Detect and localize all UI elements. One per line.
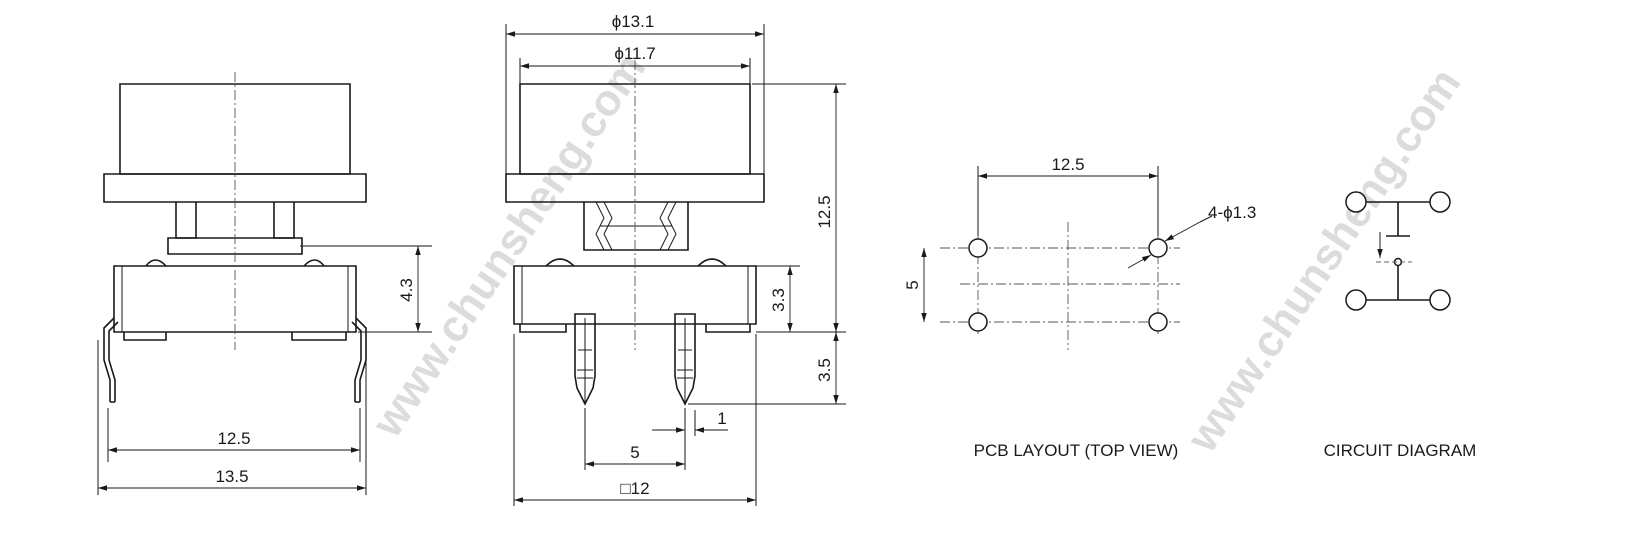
dim-pcb-horizontal: 12.5 — [1051, 155, 1084, 174]
front-cap-flange — [103, 173, 367, 203]
dim-side-cap-outer: ϕ13.1 — [612, 12, 655, 31]
dim-front-lead-width: 12.5 — [217, 429, 250, 448]
front-body-inner — [121, 266, 349, 332]
front-view: 12.5 13.5 4.3 — [97, 72, 432, 495]
front-lead-left — [103, 317, 119, 403]
front-nub-right — [303, 259, 325, 267]
front-body — [113, 265, 357, 333]
dim-side-total-height: 12.5 — [815, 195, 834, 228]
side-nub-right — [697, 258, 727, 267]
dim-pcb-holes: 4-ϕ1.3 — [1208, 203, 1256, 222]
front-lead-right — [351, 317, 367, 403]
side-stem — [583, 202, 689, 251]
front-stem-left — [175, 202, 197, 239]
side-body — [513, 265, 757, 325]
pcb-hole-bottom-left — [968, 312, 988, 332]
dim-side-pin-length: 3.5 — [815, 358, 834, 382]
dim-side-pin-pitch: 5 — [630, 443, 639, 462]
circuit-diagram: CIRCUIT DIAGRAM — [1324, 191, 1477, 460]
front-stem-right — [273, 202, 295, 239]
circuit-terminal-top-right — [1429, 191, 1451, 213]
dim-side-cap-inner: ϕ11.7 — [614, 44, 655, 63]
front-actuator-base — [167, 237, 303, 255]
watermark-right: www.chunsheng.com — [1177, 60, 1470, 462]
pcb-hole-top-left — [968, 238, 988, 258]
watermark-text: www.chunsheng.com — [1177, 60, 1470, 462]
pcb-layout: 12.5 5 4-ϕ1.3 PCB LAYOUT (TOP VIEW) — [903, 155, 1256, 460]
circuit-diagram-caption: CIRCUIT DIAGRAM — [1324, 441, 1477, 460]
dim-pcb-vertical: 5 — [903, 280, 922, 289]
dim-front-body-width: 13.5 — [215, 467, 248, 486]
side-cap-flange — [505, 173, 765, 203]
front-nub-left — [145, 259, 167, 267]
pcb-hole-bottom-right — [1148, 312, 1168, 332]
dim-leader-pcb-holes — [1164, 221, 1201, 242]
side-body-inner — [521, 266, 749, 324]
dim-side-pin-width: 1 — [717, 409, 726, 428]
front-body-feet — [123, 332, 347, 341]
dim-side-body-height: 3.3 — [769, 288, 788, 312]
side-pin-left — [574, 313, 596, 406]
side-pin-right — [674, 313, 696, 406]
circuit-terminal-bottom-right — [1429, 289, 1451, 311]
side-nub-left — [545, 258, 575, 267]
side-body-feet — [519, 324, 751, 333]
circuit-terminal-top-left — [1345, 191, 1367, 213]
side-view: ϕ13.1 ϕ11.7 12.5 3.3 3.5 1 5 □12 — [505, 12, 846, 506]
pcb-hole-top-right — [1148, 238, 1168, 258]
circuit-terminal-bottom-left — [1345, 289, 1367, 311]
dim-side-body-square: □12 — [620, 479, 649, 498]
pcb-layout-caption: PCB LAYOUT (TOP VIEW) — [974, 441, 1179, 460]
dim-front-body-height: 4.3 — [397, 278, 416, 302]
